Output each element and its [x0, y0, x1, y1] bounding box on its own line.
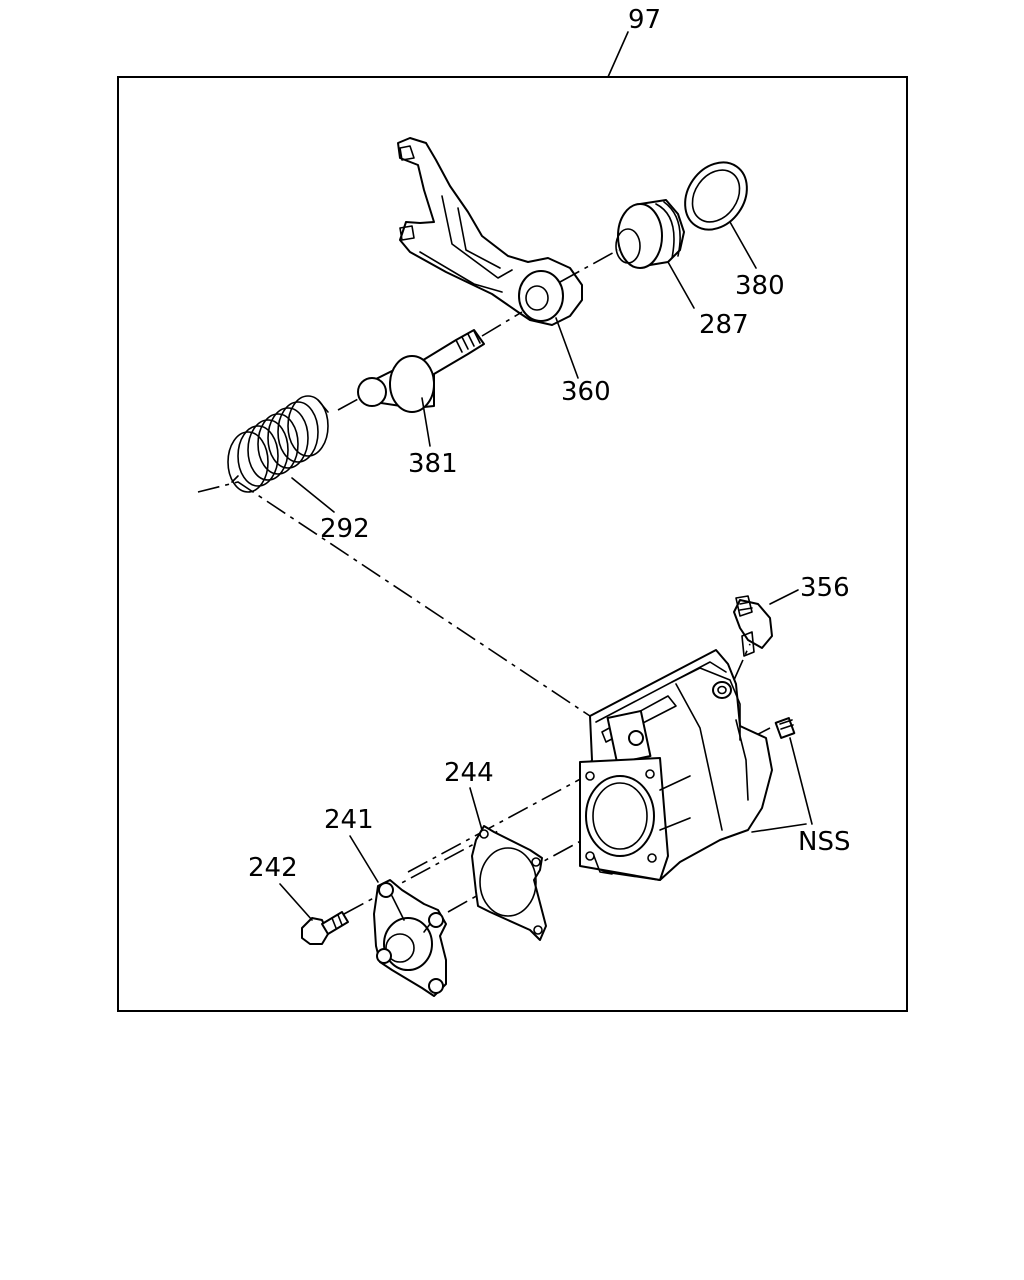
leader-nss-a	[789, 737, 813, 825]
leader-292	[291, 477, 335, 513]
leader-380	[729, 221, 757, 269]
callout-287: 287	[699, 310, 749, 340]
leader-nss-b	[751, 823, 807, 833]
callout-242: 242	[248, 853, 298, 883]
gasket-part	[471, 825, 547, 941]
leader-356	[769, 589, 799, 605]
leader-287	[667, 261, 695, 309]
callout-380: 380	[735, 271, 785, 301]
centerline-spring-to-housing	[197, 481, 597, 721]
callout-360: 360	[561, 377, 611, 407]
centerline-cover-to-housing	[407, 775, 587, 873]
callout-244: 244	[444, 758, 494, 788]
leader-244	[469, 787, 483, 831]
spring-part	[227, 395, 329, 493]
set-screw-part	[774, 717, 796, 739]
leader-242	[279, 883, 313, 921]
leader-381	[421, 397, 431, 447]
leader-97	[607, 31, 629, 78]
bushing-part	[615, 199, 685, 269]
centerline-fork-to-bushing	[559, 249, 619, 283]
leader-360	[555, 317, 579, 379]
centerline-spring-to-shaft	[337, 397, 361, 411]
seal-ring-part	[684, 161, 748, 231]
centerline-shaft-to-fork	[481, 311, 523, 337]
callout-241: 241	[324, 805, 374, 835]
centerline-bolt-to-housing	[343, 829, 501, 915]
callout-356: 356	[800, 573, 850, 603]
cover-part	[373, 879, 447, 997]
callout-97: 97	[628, 5, 661, 35]
centerline-fitting	[733, 643, 751, 681]
assembly-frame	[117, 76, 908, 1012]
centerline-cover-lower	[447, 893, 481, 913]
callout-nss: NSS	[798, 827, 850, 857]
callout-292: 292	[320, 514, 370, 544]
bolt-part	[301, 911, 349, 945]
leader-241	[349, 835, 379, 883]
shift-fork-part	[397, 137, 583, 326]
callout-381: 381	[408, 449, 458, 479]
elbow-fitting-part	[733, 595, 773, 657]
cylinder-housing-part	[579, 649, 773, 881]
shaft-part	[357, 329, 485, 413]
